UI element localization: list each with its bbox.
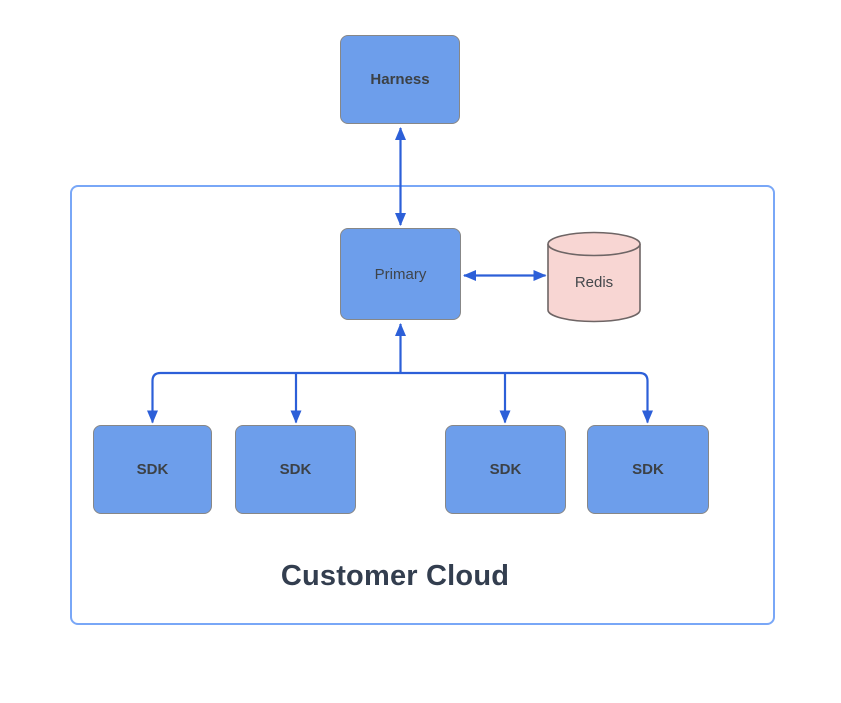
node-sdk-2-label: SDK (279, 461, 312, 478)
node-harness[interactable]: Harness (340, 35, 460, 124)
node-harness-label: Harness (370, 71, 430, 88)
node-primary[interactable]: Primary (340, 228, 461, 320)
node-sdk-3-label: SDK (489, 461, 522, 478)
node-sdk-3[interactable]: SDK (445, 425, 566, 514)
node-sdk-4[interactable]: SDK (587, 425, 709, 514)
node-sdk-1[interactable]: SDK (93, 425, 212, 514)
node-sdk-4-label: SDK (632, 461, 664, 478)
node-redis-label: Redis (574, 273, 614, 291)
node-primary-label: Primary (374, 265, 427, 283)
node-sdk-2[interactable]: SDK (235, 425, 356, 514)
customer-cloud-container[interactable] (70, 185, 775, 625)
node-sdk-1-label: SDK (136, 461, 169, 478)
container-title: Customer Cloud (280, 560, 510, 592)
